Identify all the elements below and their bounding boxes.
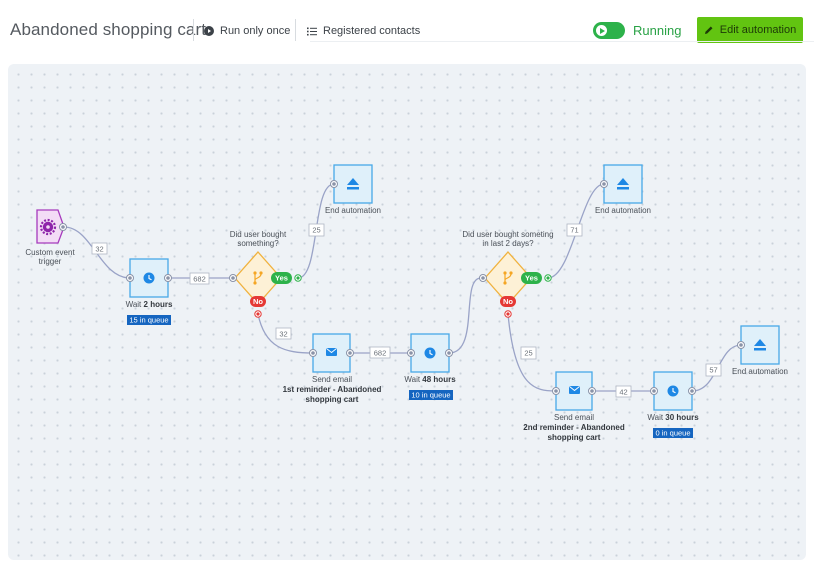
email-label: shopping cart bbox=[306, 395, 359, 404]
count-badge: 682 bbox=[189, 272, 210, 285]
count-badge: 25 bbox=[308, 223, 325, 237]
svg-text:32: 32 bbox=[95, 245, 103, 254]
edit-automation-label: Edit automation bbox=[719, 24, 797, 36]
no-badge bbox=[250, 296, 266, 307]
header-bar: Abandoned shopping cart Run only once Re… bbox=[0, 0, 814, 44]
queue-count: 15 in queue bbox=[129, 316, 168, 325]
count-badge: 42 bbox=[615, 385, 632, 398]
email-label: 1st reminder - Abandoned bbox=[283, 385, 382, 394]
end-label: End automation bbox=[732, 367, 788, 376]
branch-icon bbox=[503, 271, 513, 285]
yes-badge bbox=[271, 272, 292, 284]
trigger-node[interactable]: Custom event trigger bbox=[25, 209, 75, 266]
queue-count: 0 in queue bbox=[655, 429, 690, 438]
end-node-3[interactable]: End automation bbox=[732, 325, 788, 376]
wait-node-1[interactable]: Wait 2 hours 15 in queue bbox=[126, 258, 173, 325]
running-toggle[interactable] bbox=[593, 22, 625, 39]
no-badge bbox=[500, 296, 516, 307]
wait-node-3[interactable]: Wait 30 hours 0 in queue bbox=[647, 371, 699, 438]
svg-text:25: 25 bbox=[312, 226, 320, 235]
status-label: Running bbox=[633, 23, 682, 38]
wait-node-2[interactable]: Wait 48 hours 10 in queue bbox=[404, 333, 456, 400]
clock-icon bbox=[143, 272, 155, 284]
condition-label: Did user bought someting bbox=[462, 230, 553, 239]
svg-text:71: 71 bbox=[570, 226, 578, 235]
wait-label: Wait 30 hours bbox=[647, 413, 699, 422]
svg-text:42: 42 bbox=[619, 388, 627, 397]
count-badge: 25 bbox=[520, 346, 537, 360]
queue-count: 10 in queue bbox=[411, 391, 450, 400]
registered-contacts-button[interactable]: Registered contacts bbox=[307, 22, 420, 40]
divider bbox=[193, 19, 194, 41]
trigger-label: Custom event bbox=[25, 248, 75, 257]
svg-text:No: No bbox=[503, 297, 513, 306]
count-badge: 682 bbox=[369, 346, 391, 359]
svg-text:682: 682 bbox=[193, 275, 206, 284]
queue-badge bbox=[653, 428, 693, 438]
end-label: End automation bbox=[595, 206, 651, 215]
condition-label: Did user bought bbox=[230, 230, 287, 239]
registered-contacts-label: Registered contacts bbox=[323, 25, 421, 37]
eject-icon bbox=[347, 178, 359, 190]
page-title: Abandoned shopping cart bbox=[10, 20, 207, 39]
pencil-icon bbox=[704, 26, 713, 34]
email-node-1[interactable]: Send email 1st reminder - Abandoned shop… bbox=[283, 333, 382, 404]
clock-icon bbox=[667, 385, 679, 397]
queue-badge bbox=[409, 390, 453, 400]
email-label: Send email bbox=[554, 413, 594, 422]
email-node-2[interactable]: Send email 2nd reminder - Abandoned shop… bbox=[523, 371, 625, 442]
count-badge: 71 bbox=[566, 223, 583, 237]
edit-automation-button[interactable]: Edit automation bbox=[697, 17, 803, 43]
gear-icon bbox=[39, 218, 57, 236]
wait-label: Wait 2 hours bbox=[126, 300, 173, 309]
condition-label: in last 2 days? bbox=[482, 239, 534, 248]
wait-label: Wait 48 hours bbox=[404, 375, 456, 384]
svg-text:Yes: Yes bbox=[275, 274, 288, 283]
envelope-icon bbox=[326, 348, 337, 356]
count-badge: 32 bbox=[275, 327, 292, 340]
email-label: shopping cart bbox=[548, 433, 601, 442]
svg-text:32: 32 bbox=[279, 330, 287, 339]
queue-badge bbox=[127, 315, 171, 325]
svg-text:No: No bbox=[253, 297, 263, 306]
count-badge: 32 bbox=[91, 242, 108, 255]
svg-text:57: 57 bbox=[709, 366, 717, 375]
run-only-once-label: Run only once bbox=[220, 25, 291, 37]
header-divider bbox=[310, 41, 814, 42]
end-label: End automation bbox=[325, 206, 381, 215]
run-only-once-button[interactable]: Run only once bbox=[204, 22, 290, 40]
end-node-1[interactable]: End automation bbox=[325, 164, 381, 215]
condition-node-1[interactable]: Yes No Did user bought something? bbox=[229, 230, 302, 318]
list-icon bbox=[307, 27, 317, 35]
eject-icon bbox=[754, 339, 766, 351]
divider bbox=[295, 19, 296, 41]
clock-icon bbox=[424, 347, 436, 359]
email-label: Send email bbox=[312, 375, 352, 384]
count-badges: 32 682 25 32 682 71 25 42 57 bbox=[91, 223, 722, 398]
svg-text:25: 25 bbox=[524, 349, 532, 358]
condition-node-2[interactable]: Yes No Did user bought someting in last … bbox=[462, 230, 554, 318]
end-node-2[interactable]: End automation bbox=[595, 164, 651, 215]
svg-text:682: 682 bbox=[374, 349, 387, 358]
yes-badge bbox=[521, 272, 542, 284]
automation-canvas[interactable] bbox=[8, 64, 806, 560]
email-label: 2nd reminder - Abandoned bbox=[523, 423, 625, 432]
branch-icon bbox=[253, 271, 263, 285]
count-badge: 57 bbox=[705, 363, 722, 377]
envelope-icon bbox=[569, 386, 580, 394]
svg-text:Yes: Yes bbox=[525, 274, 538, 283]
trigger-label: trigger bbox=[39, 257, 62, 266]
play-circle-icon bbox=[204, 26, 214, 36]
condition-label: something? bbox=[237, 239, 279, 248]
eject-icon bbox=[617, 178, 629, 190]
